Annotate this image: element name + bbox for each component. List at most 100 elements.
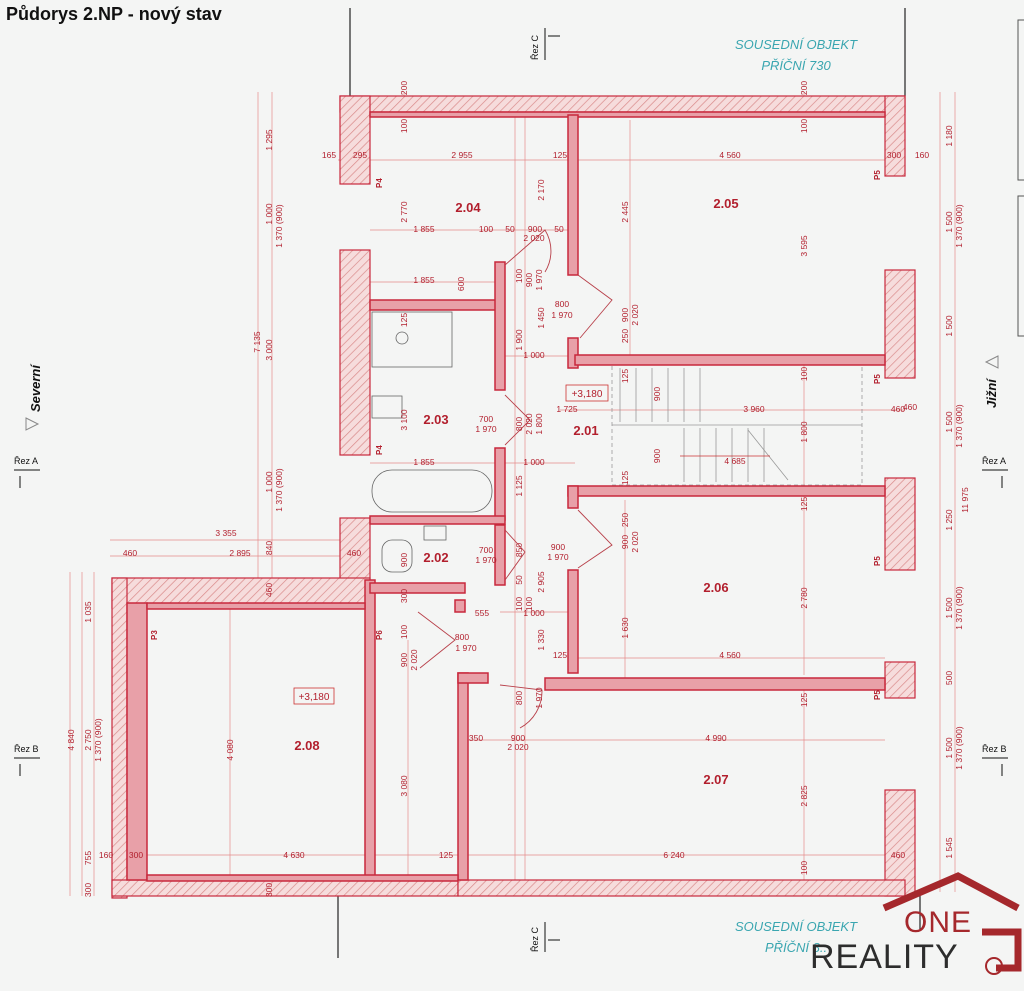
dimension-text: 2 780 — [799, 587, 809, 609]
compass-north-label: Severní — [28, 364, 43, 412]
room-label-2-05: 2.05 — [713, 196, 738, 211]
dimension-text: 6 240 — [663, 850, 685, 860]
dimension-text: 850 — [514, 543, 524, 557]
window-tag: P5 — [873, 170, 882, 180]
dimension-text: 3 355 — [215, 528, 237, 538]
dimension-text: 460 — [264, 583, 274, 597]
compass-triangles — [25, 355, 999, 431]
dimension-text: 125 — [439, 850, 453, 860]
right-edge-frames — [1017, 19, 1024, 337]
dimension-text: 1 800 — [799, 421, 809, 443]
dimension-text: 2 770 — [399, 201, 409, 223]
neighbor-line: PŘÍČNÍ 8.. — [764, 940, 828, 955]
section-label-b: Řez B — [14, 744, 39, 754]
page-title: Půdorys 2.NP - nový stav — [6, 4, 222, 24]
dimension-text: 300 — [129, 850, 143, 860]
dimension-text: 460 — [347, 548, 361, 558]
dimension-text: 460 — [903, 402, 917, 412]
dimension-text: 600 — [456, 277, 466, 291]
dimension-text: 800 — [514, 691, 524, 705]
dimension-text: 1 800 — [534, 413, 544, 435]
dimension-text: 1 725 — [556, 404, 578, 414]
dimension-text: 900 — [399, 653, 409, 667]
dimension-text: 1 295 — [264, 129, 274, 151]
neighbor-boundaries — [337, 8, 921, 958]
neighbor-label-top: SOUSEDNÍ OBJEKT PŘÍČNÍ 730 — [706, 34, 886, 76]
section-label-a: Řez A — [982, 456, 1006, 466]
room-label-2-01: 2.01 — [573, 423, 598, 438]
dimension-text: 460 — [891, 850, 905, 860]
window-tag: P5 — [873, 556, 882, 566]
dimension-text: 7 135 — [252, 331, 262, 353]
dimension-text: 3 595 — [799, 235, 809, 257]
dimension-text: 460 — [123, 548, 137, 558]
dimension-lines — [69, 92, 956, 896]
dimension-text: 1 500 — [944, 737, 954, 759]
dimension-text: 300 — [887, 150, 901, 160]
dimension-text: 1 970 — [547, 552, 569, 562]
dimension-text: 300 — [83, 883, 93, 897]
dimension-text: 755 — [83, 851, 93, 865]
dimension-text: 3 100 — [399, 409, 409, 431]
dimension-text: 1 000 — [264, 203, 274, 225]
dimension-text: 1 450 — [536, 307, 546, 329]
dimension-text: 100 — [399, 119, 409, 133]
sanitary-fixtures — [371, 311, 493, 573]
level-boxes — [293, 384, 609, 705]
neighbor-line: PŘÍČNÍ 730 — [761, 58, 831, 73]
dimension-text: 2 905 — [536, 571, 546, 593]
dimension-text: 4 080 — [225, 739, 235, 761]
window-tag: P4 — [375, 445, 384, 455]
room-label-2-08: 2.08 — [294, 738, 319, 753]
dimension-text: 250 — [620, 329, 630, 343]
interior-walls — [126, 111, 886, 882]
neighbor-line: SOUSEDNÍ OBJEKT — [734, 919, 858, 934]
dimension-text: 800 — [555, 299, 569, 309]
dimension-text: 1 970 — [551, 310, 573, 320]
dimension-text: 2 170 — [536, 179, 546, 201]
dimension-text: 125 — [799, 693, 809, 707]
dimension-text: 1 970 — [475, 555, 497, 565]
dimension-text: 160 — [915, 150, 929, 160]
dimension-text: 1 855 — [413, 457, 435, 467]
dimension-text: 700 — [479, 545, 493, 555]
dimension-text: 2 020 — [630, 304, 640, 326]
dimension-text: 1 500 — [944, 315, 954, 337]
dimension-text: 2 020 — [524, 413, 534, 435]
dimension-text: 2 750 — [83, 729, 93, 751]
dimension-text: 3 080 — [399, 775, 409, 797]
dimension-text: 1 545 — [944, 837, 954, 859]
window-tag: P6 — [375, 630, 384, 640]
dimension-text: 100 — [479, 224, 493, 234]
dimension-text: 2 825 — [799, 785, 809, 807]
level-label: +3,180 — [572, 389, 603, 400]
dimension-text: 1 370 (900) — [274, 204, 284, 248]
dimension-text: 100 — [799, 367, 809, 381]
dimension-text: 800 — [514, 417, 524, 431]
dimension-text: 900 — [528, 224, 542, 234]
window-tag: P4 — [375, 178, 384, 188]
dimension-text: 500 — [944, 671, 954, 685]
dimension-text: 1 500 — [944, 411, 954, 433]
dimension-text: 2 020 — [507, 742, 529, 752]
dimension-text: 1 330 — [536, 629, 546, 651]
dimension-text: 900 — [524, 273, 534, 287]
dimension-text: 2 955 — [451, 150, 473, 160]
dimension-text: 200 — [399, 81, 409, 95]
dimension-text: 1 000 — [264, 471, 274, 493]
dimension-text: 11 975 — [960, 487, 970, 513]
house-roof-icon — [882, 872, 1022, 975]
dimension-text: 300 — [264, 883, 274, 897]
dimension-text: 1 970 — [455, 643, 477, 653]
section-label-c: Řez C — [530, 34, 540, 60]
dimension-text: 4 560 — [719, 650, 741, 660]
dimension-text: 1 855 — [413, 275, 435, 285]
level-label: +3,180 — [299, 692, 330, 703]
dimension-text: 1 125 — [514, 475, 524, 497]
dimension-text: 900 — [620, 535, 630, 549]
section-label-a: Řez A — [14, 456, 38, 466]
dimension-text: 900 — [620, 308, 630, 322]
staircase — [611, 364, 863, 486]
dimension-text: 1 035 — [83, 601, 93, 623]
dimension-text: 1 000 — [523, 457, 545, 467]
